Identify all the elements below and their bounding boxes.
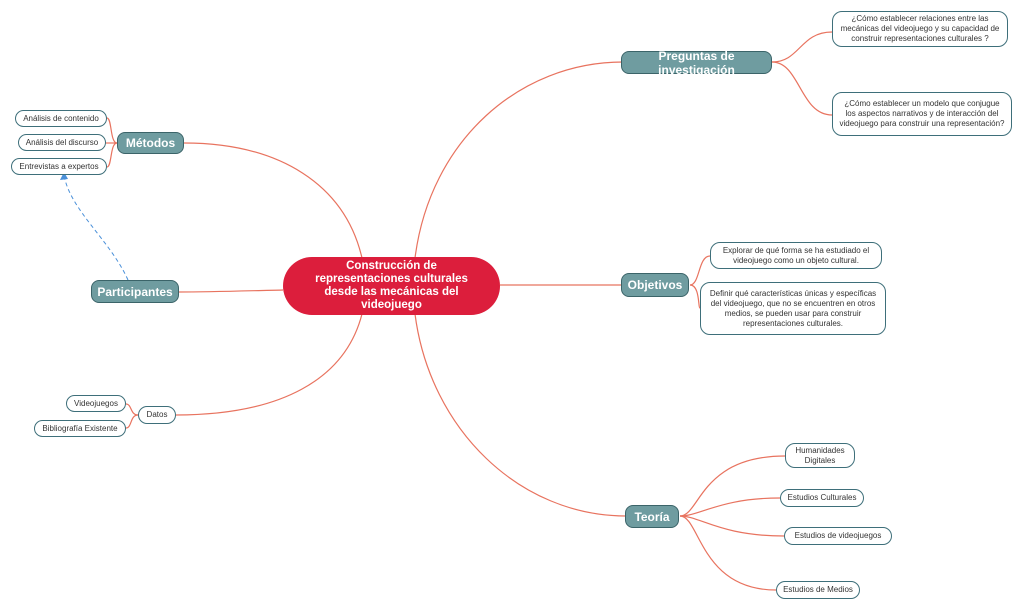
- link-metodos-m3: [106, 142, 118, 168]
- link-datos-d1: [125, 403, 139, 416]
- arrow-head: [60, 172, 68, 180]
- leaf-objetivo-2[interactable]: Definir qué características únicas y esp…: [700, 282, 886, 335]
- link-center-metodos: [183, 142, 363, 259]
- link-objetivos-o1: [689, 255, 711, 286]
- leaf-estudios-medios[interactable]: Estudios de Medios: [776, 581, 860, 599]
- link-teoria-t1: [679, 455, 786, 517]
- leaf-pregunta-1[interactable]: ¿Cómo establecer relaciones entre las me…: [832, 11, 1008, 47]
- leaf-analisis-contenido[interactable]: Análisis de contenido: [15, 110, 107, 127]
- leaf-objetivo-1[interactable]: Explorar de qué forma se ha estudiado el…: [710, 242, 882, 269]
- dashed-link-participantes-entrevistas: [63, 174, 129, 281]
- link-center-teoria: [414, 313, 627, 517]
- branch-preguntas[interactable]: Preguntas de investigación: [621, 49, 772, 77]
- link-teoria-t3: [679, 515, 785, 537]
- link-objetivos-o2: [689, 284, 701, 309]
- leaf-pregunta-2[interactable]: ¿Cómo establecer un modelo que conjugue …: [832, 92, 1012, 136]
- link-center-datos: [175, 313, 363, 416]
- leaf-estudios-culturales[interactable]: Estudios Culturales: [780, 489, 864, 507]
- link-teoria-t4: [679, 515, 777, 591]
- link-preguntas-q2: [771, 61, 833, 116]
- leaf-estudios-videojuegos[interactable]: Estudios de videojuegos: [784, 527, 892, 545]
- link-datos-d2: [125, 414, 139, 429]
- link-metodos-m1: [106, 117, 118, 144]
- link-teoria-t2: [679, 497, 781, 517]
- leaf-humanidades-digitales[interactable]: Humanidades Digitales: [785, 443, 855, 468]
- link-center-preguntas: [414, 61, 624, 259]
- branch-participantes[interactable]: Participantes: [91, 280, 179, 303]
- branch-datos[interactable]: Datos: [138, 406, 176, 424]
- link-center-participantes: [178, 289, 284, 293]
- branch-teoria[interactable]: Teoría: [625, 505, 679, 528]
- branch-metodos[interactable]: Métodos: [117, 132, 184, 154]
- branch-objetivos[interactable]: Objetivos: [621, 273, 689, 297]
- leaf-analisis-discurso[interactable]: Análisis del discurso: [18, 134, 106, 151]
- central-topic[interactable]: Construcción de representaciones cultura…: [283, 257, 500, 315]
- link-preguntas-q1: [771, 31, 833, 63]
- leaf-entrevistas-expertos[interactable]: Entrevistas a expertos: [11, 158, 107, 175]
- leaf-bibliografia[interactable]: Bibliografía Existente: [34, 420, 126, 437]
- leaf-videojuegos[interactable]: Videojuegos: [66, 395, 126, 412]
